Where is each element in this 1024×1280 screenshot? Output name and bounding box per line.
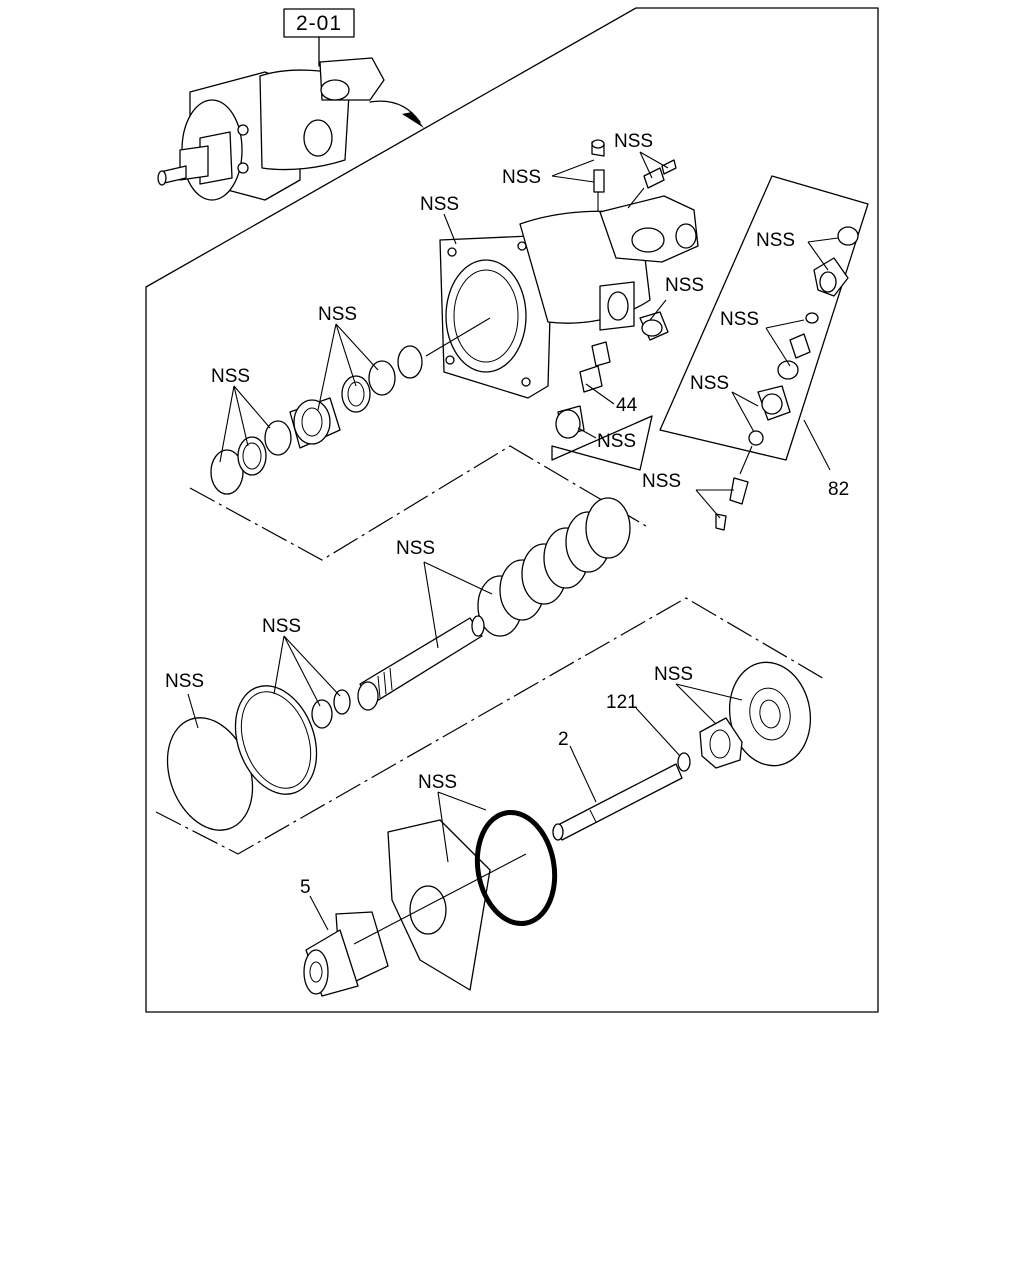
callout-nss-group82-top: NSS xyxy=(756,230,795,251)
top-valves xyxy=(591,139,677,212)
callout-labels: NSS NSS NSS NSS NSS NSS 44 NSS NSS NSS N… xyxy=(165,131,849,898)
bottom-plate-and-boot xyxy=(303,809,558,997)
callout-nss-top-right: NSS xyxy=(614,131,653,152)
callout-part-82: 82 xyxy=(828,479,849,500)
callout-nss-outer-ring: NSS xyxy=(165,671,204,692)
cover-nut-washer xyxy=(677,661,812,772)
diagram-frame xyxy=(145,7,879,1013)
spring-and-rod xyxy=(357,497,631,711)
group-82-bracket xyxy=(659,175,869,461)
shaft-part-2 xyxy=(552,763,683,841)
callout-nss-group82-low: NSS xyxy=(690,373,729,394)
callout-nss-piston: NSS xyxy=(318,304,357,325)
callout-nss-plate: NSS xyxy=(418,772,457,793)
piston-seal-set xyxy=(210,345,423,495)
callout-nss-group82-mid: NSS xyxy=(720,309,759,330)
callout-nss-housing-right: NSS xyxy=(665,275,704,296)
group-82-parts xyxy=(715,226,859,531)
callout-nss-housing: NSS xyxy=(420,194,459,215)
leader-lines xyxy=(187,151,839,931)
part-44-group-bracket xyxy=(551,415,653,471)
callout-nss-top-left: NSS xyxy=(502,167,541,188)
valve-44-stack xyxy=(555,311,669,439)
seal-kit-outline-lower xyxy=(155,597,827,855)
reference-label: 2-01 xyxy=(296,12,342,35)
callout-part-121: 121 xyxy=(606,692,638,713)
main-housing xyxy=(425,195,699,399)
callout-nss-spring: NSS xyxy=(396,538,435,559)
callout-nss-rings: NSS xyxy=(262,616,301,637)
callout-nss-spring-valve: NSS xyxy=(597,431,636,452)
reference-assembly-thumbnail: 2-01 xyxy=(157,8,424,201)
callout-nss-snap-ring: NSS xyxy=(211,366,250,387)
callout-nss-cover: NSS xyxy=(654,664,693,685)
callout-part-5: 5 xyxy=(300,877,311,898)
seal-kit-outline-upper xyxy=(189,445,647,561)
callout-part-44: 44 xyxy=(616,395,638,416)
callout-nss-bolt: NSS xyxy=(642,471,681,492)
callout-part-2: 2 xyxy=(558,729,569,750)
large-seal-rings xyxy=(166,685,351,831)
